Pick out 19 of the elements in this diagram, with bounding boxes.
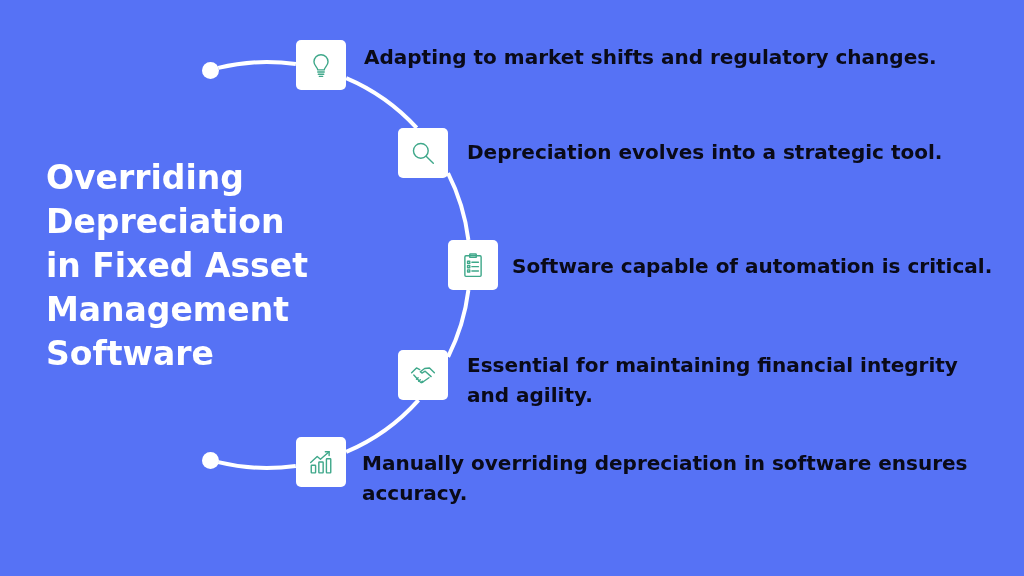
arc-line bbox=[446, 172, 471, 241]
end-dot bbox=[201, 451, 219, 469]
title: Overriding Depreciation in Fixed Asset Management Software bbox=[46, 157, 309, 375]
arc-line bbox=[345, 398, 420, 454]
icon-tile bbox=[296, 40, 346, 90]
step-text: Depreciation evolves into a strategic tool. bbox=[467, 139, 944, 166]
end-dot bbox=[201, 61, 219, 79]
arc-line bbox=[345, 76, 419, 130]
arc-line bbox=[217, 460, 296, 470]
arc-line bbox=[446, 289, 471, 358]
step-text: Manually overriding depreciation in software ensures accuracy. bbox=[362, 450, 969, 507]
step-text: Software capable of automation is critical. bbox=[512, 253, 994, 280]
arc-line bbox=[217, 60, 297, 70]
step-text: Essential for maintaining financial integrity and agility. bbox=[467, 352, 959, 409]
icon-tile bbox=[398, 350, 448, 400]
icon-tile bbox=[398, 128, 448, 178]
icon-tile bbox=[448, 240, 498, 290]
step-text: Adapting to market shifts and regulatory changes. bbox=[364, 44, 938, 71]
icon-tile bbox=[296, 437, 346, 487]
